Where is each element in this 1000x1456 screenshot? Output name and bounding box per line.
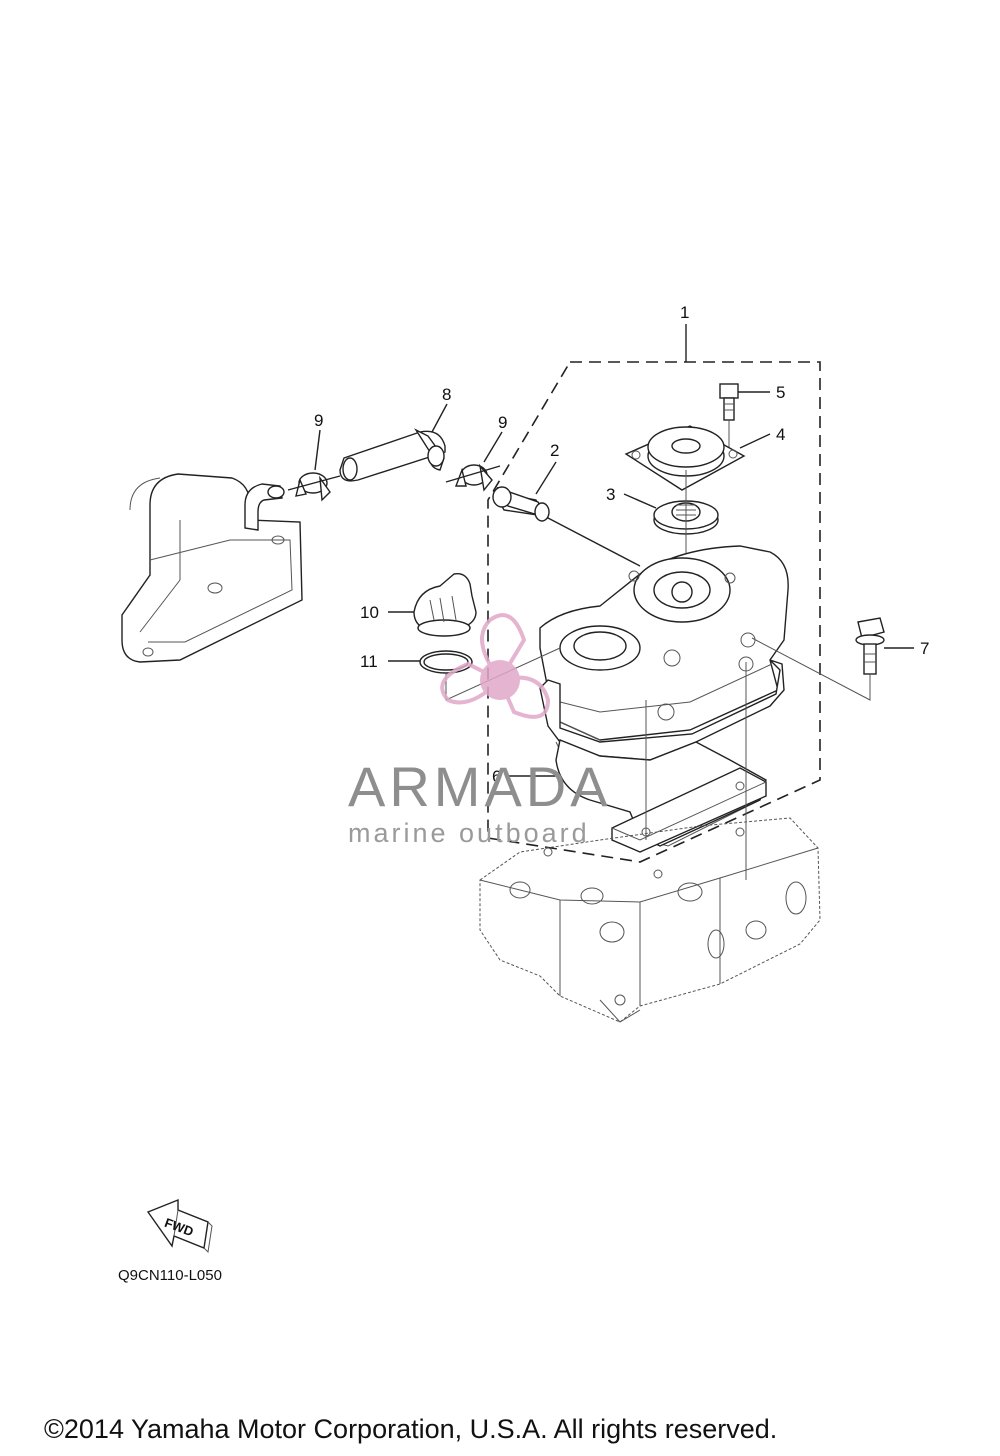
breather-housing: [121, 473, 303, 663]
bolt-5: [719, 383, 739, 421]
callout-7: 7: [920, 639, 929, 658]
callout-6: 6: [492, 767, 501, 786]
callout-1: 1: [680, 303, 689, 322]
bolt-7-axis: [751, 637, 871, 701]
fwd-arrow-icon: [146, 1198, 213, 1254]
callout-4: 4: [776, 425, 785, 444]
leader-line-3: [623, 493, 657, 509]
cover-plate-4: [624, 425, 746, 491]
callout-9b: 9: [498, 413, 507, 432]
breather-pipe: [492, 486, 550, 522]
callout-10: 10: [360, 603, 379, 622]
watermark-tagline: marine outboard: [348, 818, 590, 848]
watermark-brand: ARMADA: [348, 755, 612, 818]
rocker-cover: [539, 545, 789, 741]
oil-filler-cap-10: [413, 573, 477, 637]
watermark-logo: [440, 613, 551, 719]
leader-line-4: [739, 433, 771, 449]
callout-3: 3: [606, 485, 615, 504]
callout-5: 5: [776, 383, 785, 402]
copyright-notice: ©2014 Yamaha Motor Corporation, U.S.A. A…: [44, 1414, 777, 1444]
callout-2: 2: [550, 441, 559, 460]
leader-line-9a: [314, 429, 321, 471]
callout-11: 11: [360, 652, 378, 671]
callout-9a: 9: [314, 411, 323, 430]
hose-clamp-left: [287, 472, 341, 502]
leader-line-9b: [483, 431, 503, 463]
pipe-axis-line: [547, 517, 641, 567]
assembly-boundary-dashed: [487, 361, 821, 863]
diagram-code: Q9CN110-L050: [118, 1267, 222, 1284]
callout-8: 8: [442, 385, 451, 404]
breather-hose: [339, 428, 446, 482]
bolt-7: [855, 617, 885, 675]
leader-line-8: [431, 403, 448, 433]
o-ring-11: [419, 650, 473, 674]
plate-bar: [611, 767, 767, 853]
cylinder-head: [479, 817, 821, 1023]
leader-line-2: [535, 461, 557, 495]
hose-clamp-right: [445, 463, 501, 492]
